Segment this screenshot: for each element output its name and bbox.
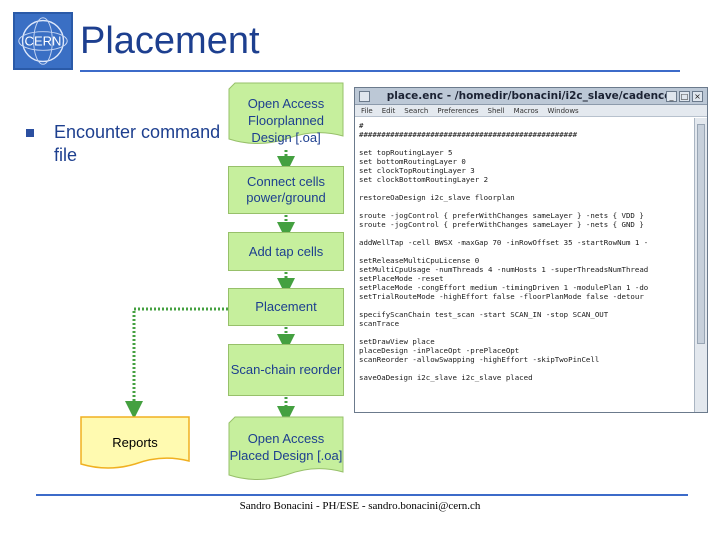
reports-doc: Reports bbox=[80, 416, 190, 472]
footer-text: Sandro Bonacini - PH/ESE - sandro.bonaci… bbox=[239, 500, 481, 512]
code-line: addWellTap -cell BWSX -maxGap 70 -inRowO… bbox=[359, 238, 649, 247]
editor-scrollbar[interactable] bbox=[694, 118, 707, 412]
menu-preferences[interactable]: Preferences bbox=[437, 106, 479, 115]
flow-step-5-label: Scan-chain reorder bbox=[230, 362, 342, 377]
flow-step-3-label: Add tap cells bbox=[248, 243, 324, 259]
connector-placement-reports bbox=[125, 307, 228, 419]
bullet-text: Encounter command file bbox=[54, 122, 221, 165]
code-line: set topRoutingLayer 5 bbox=[359, 148, 453, 157]
cern-logo-graphic: CERN bbox=[18, 17, 68, 65]
code-line: setDrawView place bbox=[359, 337, 435, 346]
code-line: setTrialRouteMode -highEffort false -flo… bbox=[359, 292, 644, 301]
reports-label: Reports bbox=[112, 435, 158, 450]
menu-file[interactable]: File bbox=[361, 106, 373, 115]
code-line: sroute -jogControl { preferWithChanges s… bbox=[359, 211, 644, 220]
flow-doc-floorplanned: Open Access Floorplanned Design [.oa] bbox=[228, 82, 344, 148]
menu-macros[interactable]: Macros bbox=[513, 106, 539, 115]
flow-step-2-label: Connect cells power/ground bbox=[246, 174, 326, 205]
menu-windows[interactable]: Windows bbox=[547, 106, 579, 115]
code-line bbox=[359, 301, 694, 310]
footer-divider bbox=[36, 494, 688, 496]
flow-step-add-tap-cells: Add tap cells bbox=[228, 232, 344, 271]
code-line: setPlaceMode -congEffort medium -timingD… bbox=[359, 283, 649, 292]
editor-titlebar[interactable]: place.enc - /homedir/bonacini/i2c_slave/… bbox=[355, 88, 707, 105]
code-line: setReleaseMultiCpuLicense 0 bbox=[359, 256, 480, 265]
code-line bbox=[359, 139, 694, 148]
editor-menubar: File Edit Search Preferences Shell Macro… bbox=[355, 105, 707, 117]
scrollbar-thumb[interactable] bbox=[697, 124, 705, 344]
code-line: setPlaceMode -reset bbox=[359, 274, 444, 283]
minimize-button[interactable]: _ bbox=[666, 91, 677, 102]
code-line: # bbox=[359, 121, 364, 130]
title-divider bbox=[80, 70, 680, 72]
close-button[interactable]: × bbox=[692, 91, 703, 102]
code-line: ########################################… bbox=[359, 130, 578, 139]
code-line: set clockBottomRoutingLayer 2 bbox=[359, 175, 489, 184]
window-menu-icon[interactable] bbox=[359, 91, 370, 102]
flow-step-placement: Placement bbox=[228, 288, 344, 326]
code-line bbox=[359, 229, 694, 238]
code-line: setMultiCpuUsage -numThreads 4 -numHosts… bbox=[359, 265, 649, 274]
code-line: specifyScanChain test_scan -start SCAN_I… bbox=[359, 310, 609, 319]
code-line bbox=[359, 247, 694, 256]
maximize-button[interactable]: □ bbox=[679, 91, 690, 102]
flow-step-1-label: Open Access Floorplanned Design [.oa] bbox=[247, 96, 325, 145]
flow-step-connect-power: Connect cells power/ground bbox=[228, 166, 344, 214]
editor-code: ########################################… bbox=[359, 121, 694, 382]
editor-window[interactable]: place.enc - /homedir/bonacini/i2c_slave/… bbox=[354, 87, 708, 413]
code-line: set clockTopRoutingLayer 3 bbox=[359, 166, 475, 175]
code-line bbox=[359, 364, 694, 373]
code-line: placeDesign -inPlaceOpt -prePlaceOpt bbox=[359, 346, 520, 355]
flow-doc-placed: Open Access Placed Design [.oa] bbox=[228, 416, 344, 484]
code-line: scanTrace bbox=[359, 319, 400, 328]
code-line: sroute -jogControl { preferWithChanges s… bbox=[359, 220, 644, 229]
code-line: saveOaDesign i2c_slave i2c_slave placed bbox=[359, 373, 533, 382]
menu-edit[interactable]: Edit bbox=[381, 106, 396, 115]
editor-title: place.enc - /homedir/bonacini/i2c_slave/… bbox=[386, 90, 676, 102]
bullet-square-icon bbox=[26, 129, 34, 137]
logo-text: CERN bbox=[25, 34, 62, 49]
code-line bbox=[359, 184, 694, 193]
menu-search[interactable]: Search bbox=[404, 106, 429, 115]
flow-step-6-label: Open Access Placed Design [.oa] bbox=[229, 431, 343, 463]
editor-text-area[interactable]: ########################################… bbox=[355, 118, 694, 412]
code-line: restoreOaDesign i2c_slave floorplan bbox=[359, 193, 515, 202]
slide-title: Placement bbox=[80, 20, 260, 62]
code-line bbox=[359, 328, 694, 337]
code-line: set bottomRoutingLayer 0 bbox=[359, 157, 466, 166]
menu-shell[interactable]: Shell bbox=[487, 106, 505, 115]
flow-step-4-label: Placement bbox=[255, 299, 317, 314]
flow-step-scan-chain: Scan-chain reorder bbox=[228, 344, 344, 396]
code-line bbox=[359, 202, 694, 211]
code-line: scanReorder -allowSwapping -highEffort -… bbox=[359, 355, 600, 364]
cern-logo-icon: CERN bbox=[13, 12, 73, 70]
